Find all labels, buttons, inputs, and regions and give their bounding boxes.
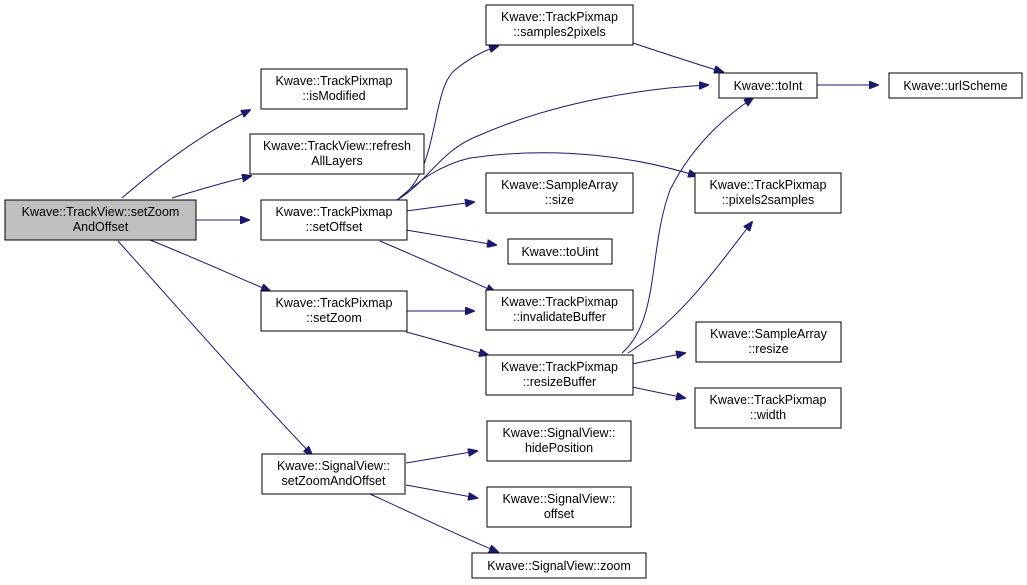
node-saResize[interactable]: Kwave::SampleArray ::resize <box>695 321 842 363</box>
edge-svSetZoomAndOffset-to-hidePosition <box>405 451 477 464</box>
node-label-line: ::samples2pixels <box>513 25 605 39</box>
edge-setZoom-to-resizeBuffer <box>405 331 488 355</box>
node-label-line: Kwave::SignalView::zoom <box>487 559 631 573</box>
node-label-line: ::setOffset <box>306 220 363 234</box>
node-urlScheme[interactable]: Kwave::urlScheme <box>888 72 1023 99</box>
edge-root-to-isModified <box>121 110 250 199</box>
node-setZoom[interactable]: Kwave::TrackPixmap ::setZoom <box>260 290 408 332</box>
node-label-line: ::size <box>545 193 574 207</box>
edge-samples2pixels-to-toInt <box>632 42 723 72</box>
node-toInt[interactable]: Kwave::toInt <box>718 72 818 99</box>
node-label-line: setZoomAndOffset <box>282 474 387 488</box>
node-root[interactable]: Kwave::TrackView::setZoom AndOffset <box>4 199 197 241</box>
node-setOffset[interactable]: Kwave::TrackPixmap ::setOffset <box>260 199 408 241</box>
node-label-line: Kwave::toUint <box>521 245 599 259</box>
edge-resizeBuffer-to-width <box>631 386 685 398</box>
node-label-line: Kwave::SignalView:: <box>277 459 390 473</box>
edge-setOffset-to-pixels2samples <box>396 152 697 201</box>
edge-root-to-setZoom <box>149 239 270 291</box>
node-label-line: ::setZoom <box>306 311 362 325</box>
node-label-line: Kwave::TrackPixmap <box>501 360 618 374</box>
node-label-line: AndOffset <box>73 220 129 234</box>
node-svSetZoomAndOffset[interactable]: Kwave::SignalView:: setZoomAndOffset <box>261 453 406 495</box>
node-label-line: Kwave::toInt <box>734 79 803 93</box>
node-isModified[interactable]: Kwave::TrackPixmap ::isModified <box>260 68 408 110</box>
node-label-line: Kwave::TrackPixmap <box>710 178 827 192</box>
node-samples2pixels[interactable]: Kwave::TrackPixmap ::samples2pixels <box>485 4 634 46</box>
node-svOffset[interactable]: Kwave::SignalView:: offset <box>486 486 632 528</box>
node-label-line: Kwave::TrackPixmap <box>276 74 393 88</box>
node-label-line: Kwave::TrackPixmap <box>501 295 618 309</box>
node-label-line: ::pixels2samples <box>722 193 814 207</box>
nodes: Kwave::TrackView::setZoom AndOffset Kwav… <box>4 4 1023 579</box>
edge-setOffset-to-invalidateBuffer <box>379 240 495 292</box>
node-label-line: ::resize <box>748 342 788 356</box>
node-label-line: Kwave::SignalView:: <box>502 426 615 440</box>
node-invalidateBuffer[interactable]: Kwave::TrackPixmap ::invalidateBuffer <box>485 289 634 331</box>
edge-root-to-svSetZoomAndOffset <box>117 240 312 455</box>
edge-resizeBuffer-to-toInt <box>621 98 753 354</box>
edge-resizeBuffer-to-pixels2samples <box>627 222 752 354</box>
edge-setOffset-to-toUint <box>405 229 496 245</box>
edge-resizeBuffer-to-saResize <box>631 353 685 365</box>
edge-svSetZoomAndOffset-to-svOffset <box>405 484 477 498</box>
node-label-line: ::isModified <box>302 89 365 103</box>
node-label-line: Kwave::TrackView::setZoom <box>22 205 180 219</box>
node-saSize[interactable]: Kwave::SampleArray ::size <box>485 172 634 214</box>
node-resizeBuffer[interactable]: Kwave::TrackPixmap ::resizeBuffer <box>485 354 634 396</box>
node-label-line: offset <box>544 507 575 521</box>
node-width[interactable]: Kwave::TrackPixmap ::width <box>694 387 842 429</box>
node-label-line: Kwave::urlScheme <box>903 79 1007 93</box>
node-hidePosition[interactable]: Kwave::SignalView:: hidePosition <box>486 420 632 462</box>
node-label-line: Kwave::TrackPixmap <box>501 10 618 24</box>
node-refresh[interactable]: Kwave::TrackView::refresh AllLayers <box>249 133 425 175</box>
edge-setOffset-to-saSize <box>405 202 474 212</box>
node-svZoom[interactable]: Kwave::SignalView::zoom <box>471 552 647 579</box>
node-label-line: AllLayers <box>311 154 362 168</box>
node-label-line: ::width <box>750 408 786 422</box>
edge-setOffset-to-toInt <box>396 85 708 201</box>
node-label-line: Kwave::TrackPixmap <box>276 205 393 219</box>
node-label-line: Kwave::TrackPixmap <box>276 296 393 310</box>
node-toUint[interactable]: Kwave::toUint <box>507 238 613 265</box>
edge-setOffset-to-samples2pixels <box>396 46 498 201</box>
node-label-line: Kwave::SampleArray <box>710 327 827 341</box>
node-pixels2samples[interactable]: Kwave::TrackPixmap ::pixels2samples <box>694 172 842 214</box>
node-label-line: Kwave::SignalView:: <box>502 492 615 506</box>
node-label-line: hidePosition <box>525 441 593 455</box>
node-label-line: ::resizeBuffer <box>523 375 596 389</box>
node-label-line: Kwave::TrackPixmap <box>710 393 827 407</box>
node-label-line: Kwave::TrackView::refresh <box>263 139 411 153</box>
node-label-line: Kwave::SampleArray <box>501 178 618 192</box>
edge-svSetZoomAndOffset-to-svZoom <box>369 493 498 552</box>
node-label-line: ::invalidateBuffer <box>513 310 606 324</box>
edge-root-to-refresh <box>171 176 251 199</box>
